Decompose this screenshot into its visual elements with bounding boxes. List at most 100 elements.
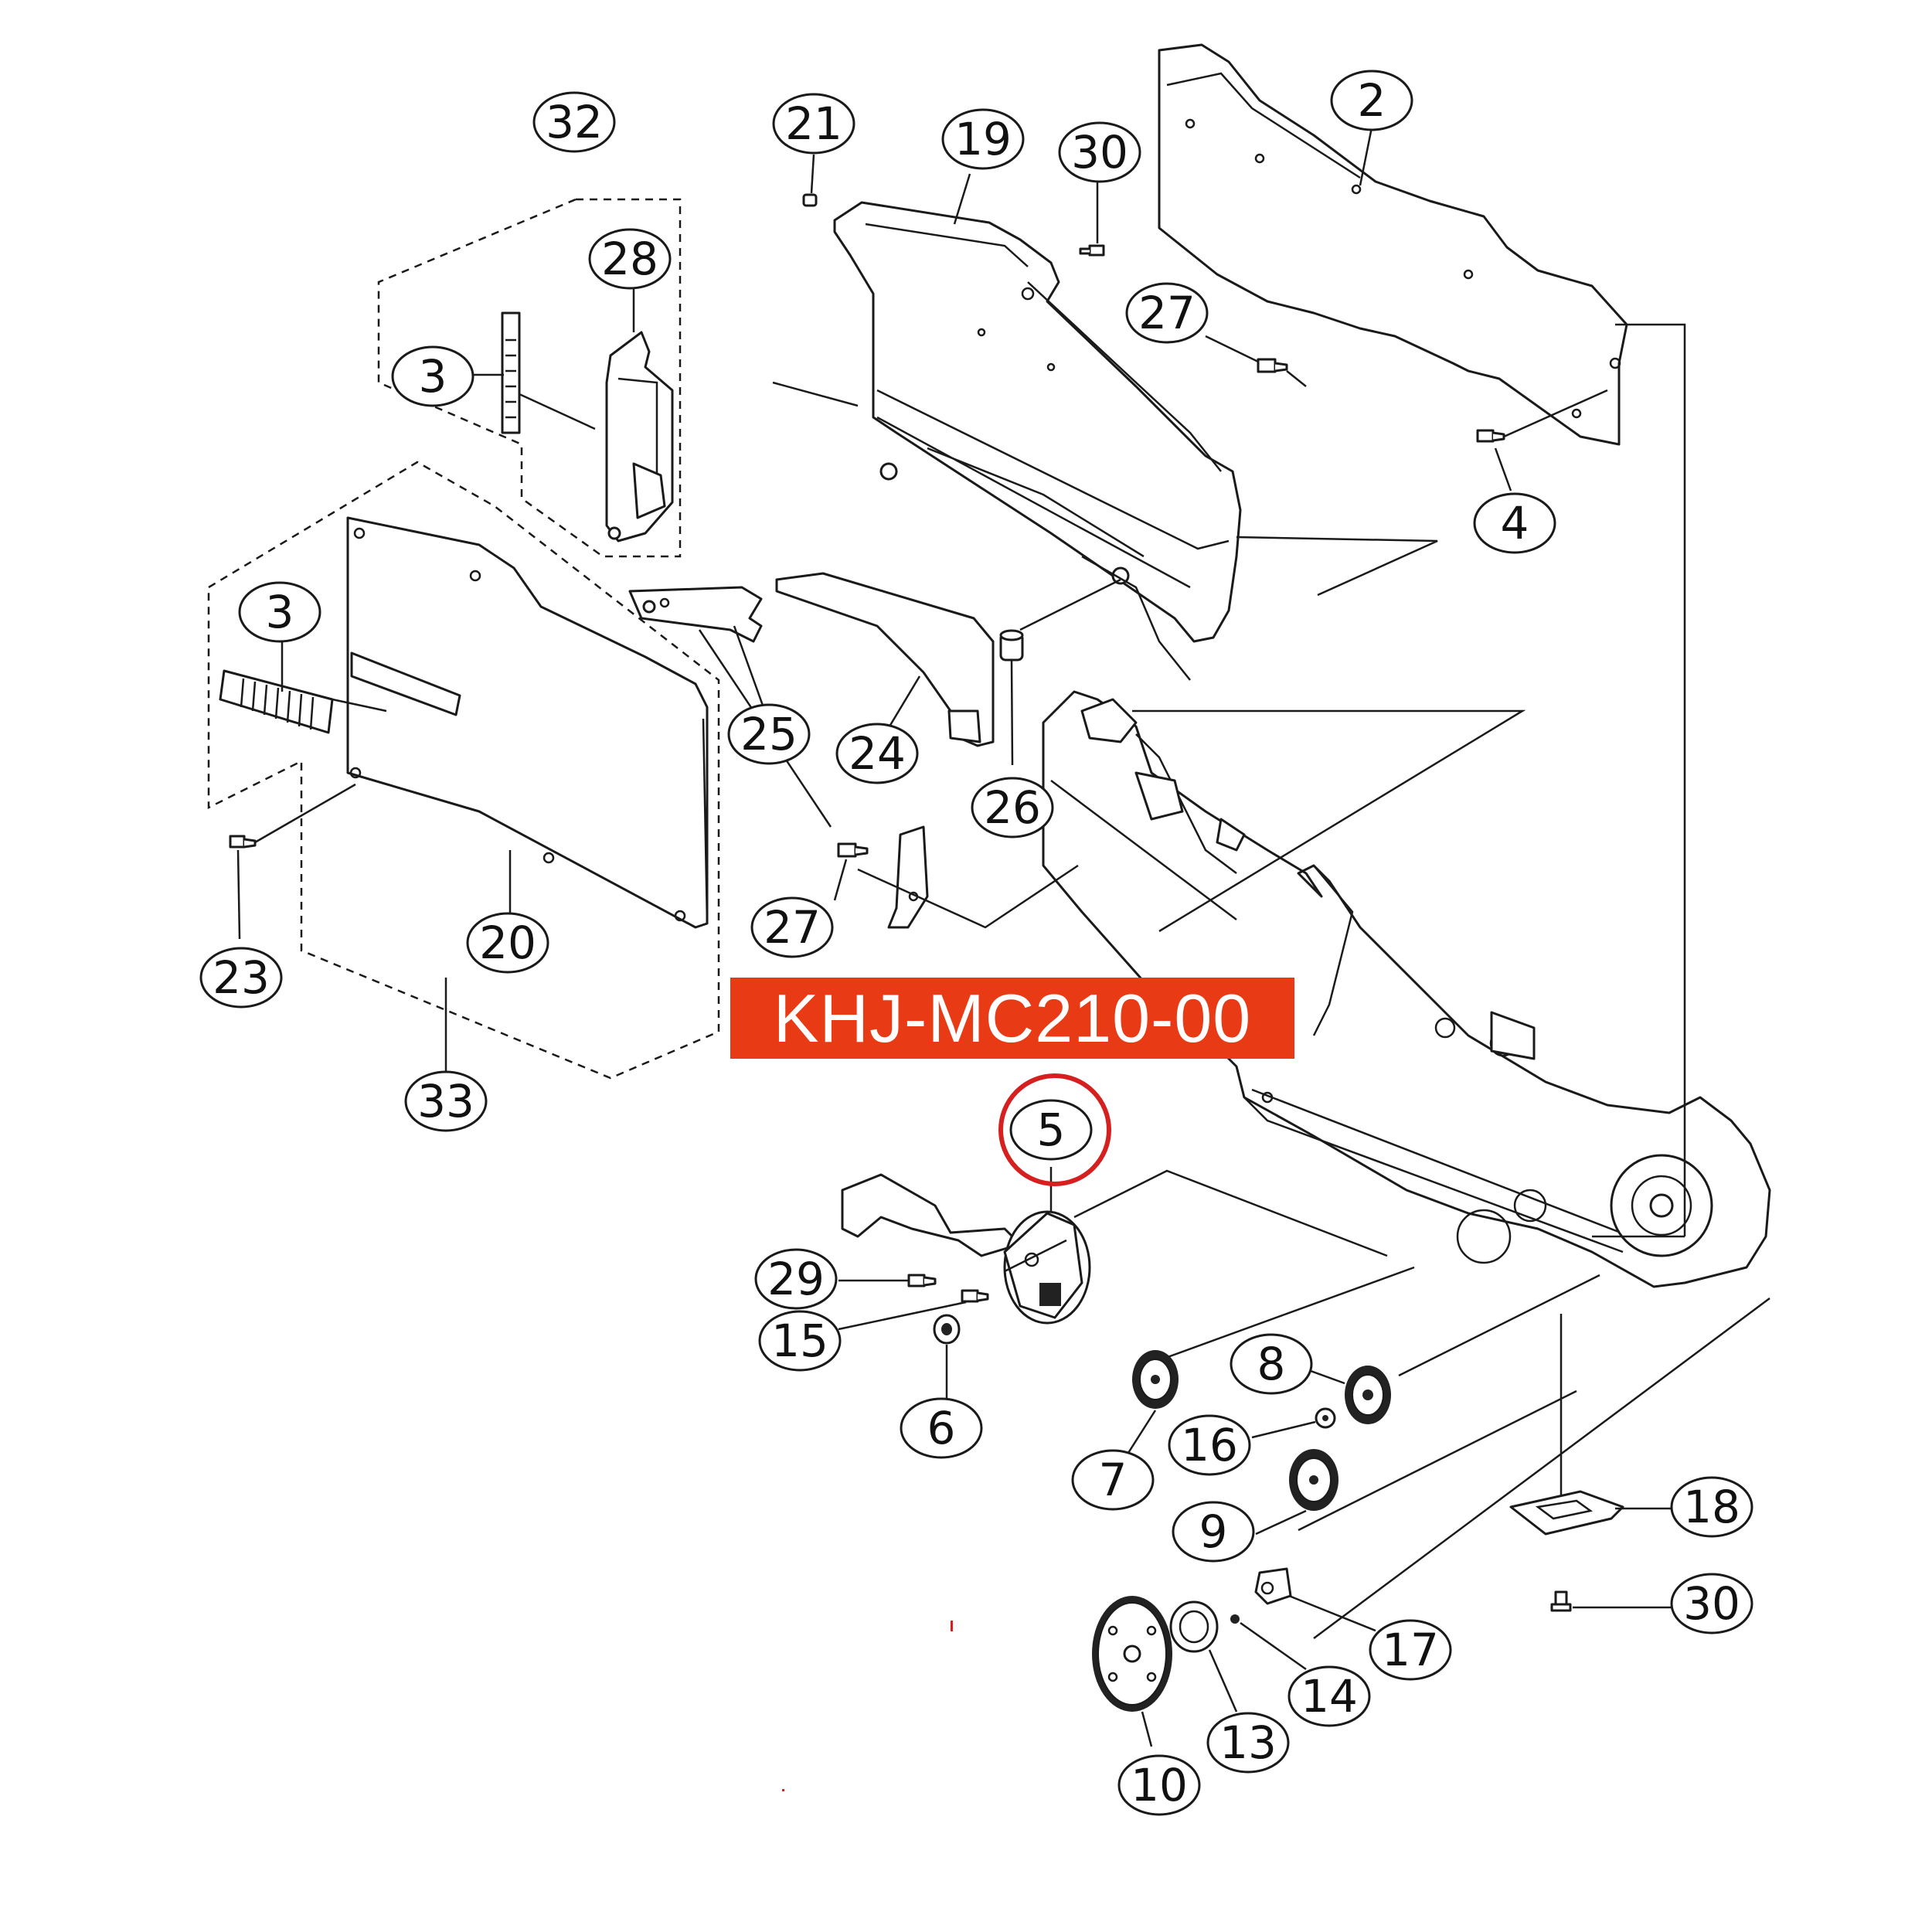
callout-21: 21 — [772, 93, 855, 155]
screw-30-upper — [1079, 244, 1105, 257]
callout-4: 4 — [1473, 492, 1556, 554]
callout-13: 13 — [1206, 1712, 1290, 1774]
svg-text:13: 13 — [1219, 1716, 1277, 1769]
svg-text:7: 7 — [1099, 1454, 1128, 1506]
callout-27-upper: 27 — [1125, 282, 1209, 344]
callout-20: 20 — [466, 912, 549, 974]
callout-2: 2 — [1330, 70, 1413, 131]
part-17-knob — [1254, 1567, 1292, 1605]
part-18-pad — [1509, 1490, 1624, 1536]
part-bracket-small — [887, 825, 929, 929]
leader-7 — [1127, 1410, 1157, 1454]
callout-7: 7 — [1071, 1449, 1155, 1511]
callout-3a: 3 — [391, 345, 474, 407]
screw-29 — [907, 1274, 937, 1287]
assembly-32-outline — [377, 198, 682, 558]
leader-4 — [1494, 389, 1608, 492]
screw-4 — [1476, 429, 1505, 443]
part-26-bushing — [999, 629, 1024, 662]
screw-27-upper — [1257, 358, 1288, 373]
leader-17 — [1288, 1594, 1376, 1632]
leader-3a — [471, 373, 596, 430]
svg-text:16: 16 — [1181, 1419, 1238, 1471]
leader-15 — [838, 1301, 967, 1331]
part-24-guide — [775, 572, 995, 747]
part-25-bracket — [628, 586, 763, 643]
part-7-gear — [1132, 1350, 1179, 1409]
svg-text:30: 30 — [1071, 126, 1128, 179]
leader-27-lower — [833, 859, 848, 901]
svg-text:10: 10 — [1131, 1759, 1188, 1811]
svg-text:23: 23 — [213, 951, 270, 1004]
svg-text:33: 33 — [417, 1075, 474, 1128]
svg-text:3: 3 — [419, 350, 447, 403]
svg-text:21: 21 — [785, 97, 842, 150]
assembly-33-outline — [207, 461, 720, 1080]
svg-text:3: 3 — [266, 586, 294, 638]
callout-18: 18 — [1670, 1476, 1753, 1538]
red-mark-small — [782, 1789, 784, 1791]
leader-10 — [1141, 1711, 1153, 1747]
leader-9 — [1255, 1509, 1307, 1536]
svg-text:19: 19 — [954, 113, 1012, 165]
part-3-label-strip-a — [501, 311, 521, 434]
svg-text:18: 18 — [1683, 1481, 1740, 1533]
leader-14 — [1240, 1621, 1307, 1671]
callout-19: 19 — [941, 108, 1025, 170]
svg-text:17: 17 — [1382, 1624, 1439, 1676]
part-3-label-strip-b — [219, 669, 334, 734]
part-28-lever — [605, 331, 674, 543]
part-number-banner: KHJ-MC210-00 — [730, 978, 1294, 1059]
callout-5: 5 — [998, 1073, 1111, 1186]
callout-29: 29 — [754, 1248, 838, 1310]
leader-23 — [236, 783, 356, 940]
callout-16: 16 — [1168, 1414, 1251, 1476]
part-10-gear — [1092, 1596, 1172, 1712]
svg-text:27: 27 — [1138, 287, 1196, 339]
part-21-pin — [802, 193, 818, 207]
svg-text:26: 26 — [984, 781, 1041, 834]
svg-text:24: 24 — [849, 727, 906, 780]
svg-text:9: 9 — [1199, 1505, 1228, 1558]
callout-27-lower: 27 — [750, 896, 834, 958]
svg-text:15: 15 — [771, 1315, 828, 1367]
part-main-body — [1042, 690, 1771, 1288]
part-20-cover-plate — [346, 516, 709, 929]
leader-24 — [883, 675, 921, 735]
svg-text:32: 32 — [546, 96, 603, 148]
callout-30-upper: 30 — [1058, 121, 1141, 183]
callout-26: 26 — [971, 777, 1054, 838]
svg-text:5: 5 — [1037, 1104, 1066, 1156]
leader-13 — [1208, 1649, 1238, 1713]
svg-text:4: 4 — [1501, 497, 1529, 549]
part-8-gear — [1345, 1366, 1391, 1424]
screw-30-lower — [1550, 1590, 1572, 1612]
leader-21 — [810, 154, 815, 194]
callout-15: 15 — [758, 1310, 842, 1372]
part-13-plate — [1169, 1600, 1219, 1653]
callout-6: 6 — [900, 1397, 983, 1459]
screw-23 — [229, 835, 257, 849]
callout-30-lower: 30 — [1670, 1573, 1753, 1634]
part-19-upper-frame — [833, 201, 1242, 681]
callout-14: 14 — [1287, 1665, 1371, 1727]
callout-10: 10 — [1117, 1754, 1201, 1816]
svg-text:8: 8 — [1257, 1338, 1286, 1390]
part-14-ball — [1230, 1614, 1240, 1624]
callout-17: 17 — [1369, 1619, 1452, 1681]
callout-8: 8 — [1230, 1333, 1313, 1395]
callout-33: 33 — [404, 1070, 488, 1132]
svg-text:2: 2 — [1358, 74, 1386, 127]
svg-text:29: 29 — [767, 1253, 825, 1305]
svg-text:20: 20 — [479, 917, 536, 969]
part-5-motor-assembly — [841, 1173, 1091, 1325]
svg-text:30: 30 — [1683, 1577, 1740, 1630]
svg-text:28: 28 — [601, 233, 658, 285]
callout-23: 23 — [199, 947, 283, 1009]
part-16-nut — [1315, 1407, 1336, 1429]
callout-3b: 3 — [238, 581, 321, 643]
screw-15 — [961, 1289, 989, 1303]
part-9-gear — [1289, 1449, 1338, 1511]
svg-text:25: 25 — [740, 708, 798, 760]
